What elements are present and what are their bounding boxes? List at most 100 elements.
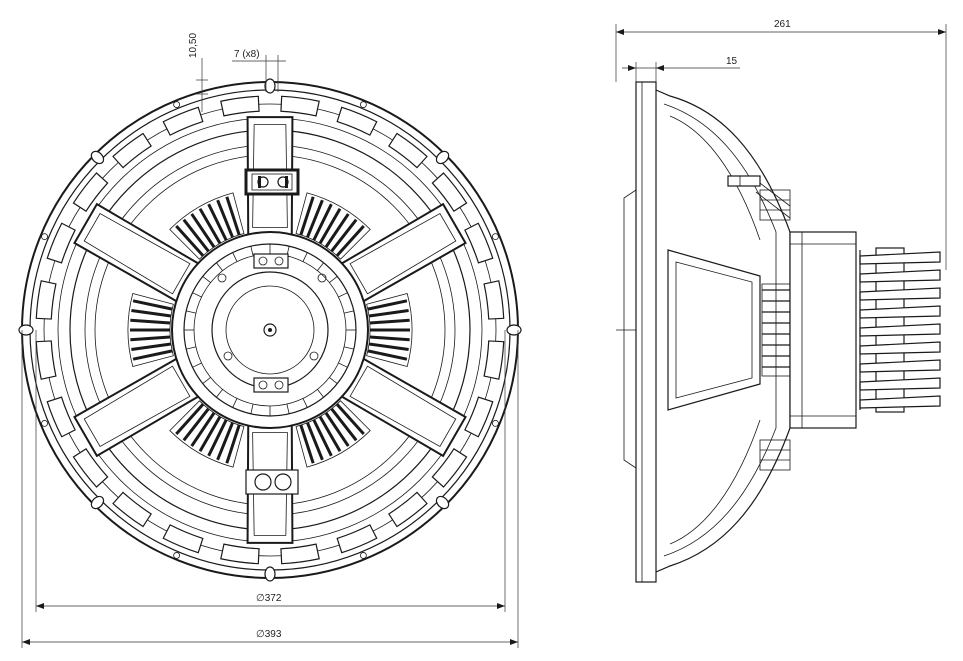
fin-group-outline — [295, 192, 371, 260]
cooling-fin — [330, 407, 358, 442]
mounting-hole — [506, 324, 522, 336]
cooling-fin — [312, 419, 333, 457]
cooling-fin — [198, 415, 222, 452]
mounting-hole — [264, 78, 276, 94]
motor-tooth — [216, 262, 223, 271]
motor-tooth — [216, 389, 223, 398]
rim-slot — [220, 95, 260, 117]
cooling-fin — [216, 422, 234, 461]
rim-slot — [220, 543, 260, 565]
motor-tooth — [317, 262, 324, 271]
center-pin — [263, 323, 277, 337]
slot-ring-outer — [43, 103, 497, 557]
cooling-fin — [312, 203, 333, 241]
cooling-fin — [132, 349, 173, 361]
rim-slot — [388, 491, 428, 528]
fin-group-outline — [295, 400, 371, 468]
fin-group-outline — [169, 192, 245, 260]
cooling-fin — [367, 299, 408, 311]
front-gasket — [623, 189, 637, 469]
mounting-hole — [18, 324, 34, 336]
dim-total-depth: 261 — [615, 19, 947, 270]
front-view: 10,50 7 (x8) ∅372 ∅393 — [18, 33, 522, 648]
cooling-fin — [207, 419, 228, 457]
cooling-fin — [324, 213, 350, 248]
cooling-fin — [131, 308, 172, 318]
cooling-fin — [306, 199, 324, 238]
motor-tooth — [344, 346, 354, 350]
cooling-fin — [367, 349, 408, 361]
motor-tooth — [317, 389, 324, 398]
motor-screw — [317, 273, 327, 283]
motor-tooth — [186, 346, 196, 350]
cooling-fin — [335, 225, 365, 257]
basket-spoke — [73, 202, 200, 303]
spoke-inner-edge — [83, 213, 191, 295]
rim-slot — [483, 280, 505, 320]
fin-group-outline — [169, 400, 245, 468]
rim-slot — [162, 106, 204, 136]
heatsink-fin — [859, 359, 941, 373]
rim-slot — [464, 222, 494, 264]
rim-slot — [336, 106, 378, 136]
rim-slot — [431, 448, 468, 488]
rim-slot — [336, 524, 378, 554]
rim-slot — [35, 340, 57, 380]
rim-slot — [483, 340, 505, 380]
rim-screw-hole — [173, 552, 181, 559]
motor-teeth — [184, 244, 356, 416]
motor-tooth — [338, 362, 348, 368]
dust-cap-inner — [225, 285, 315, 375]
mounting-hole — [90, 150, 105, 165]
motor-tooth — [329, 276, 338, 283]
magnet — [789, 231, 857, 429]
motor-tooth — [202, 276, 211, 283]
cooling-fin — [198, 208, 222, 245]
dim-label-flange-thickness: 15 — [726, 56, 738, 67]
cooling-fin — [369, 335, 410, 342]
fin-group-outline — [366, 293, 413, 367]
rim-slot — [112, 132, 152, 169]
motor-tooth — [286, 404, 290, 414]
cooling-fin — [190, 412, 216, 447]
rim-screw-hole — [173, 101, 181, 108]
cooling-fin — [318, 208, 342, 245]
side-view: 261 15 — [615, 19, 947, 583]
motor-screw — [309, 351, 319, 361]
cooling-fin — [216, 199, 234, 238]
spoke-inner-edge — [252, 432, 288, 536]
motor-tooth — [192, 292, 202, 298]
motor-terminal-top — [253, 253, 289, 269]
motor-tooth — [250, 246, 254, 256]
cooling-fin — [299, 196, 315, 236]
cooling-fin — [130, 335, 171, 342]
motor-tooth — [250, 404, 254, 414]
motor-tooth — [186, 310, 196, 314]
mounting-hole — [90, 495, 105, 510]
cooling-fin — [225, 196, 241, 236]
motor-tooth — [329, 377, 338, 384]
cooling-fin — [130, 318, 171, 325]
spoke-inner-edge — [252, 124, 288, 228]
cooling-fin — [175, 225, 205, 257]
dim-label-outer-diameter: ∅393 — [256, 629, 282, 640]
rim-slot — [388, 132, 428, 169]
cooling-fin — [299, 424, 315, 464]
motor-screw — [217, 273, 227, 283]
cooling-fin — [131, 342, 172, 352]
dim-hole-size: 7 (x8) — [232, 49, 286, 92]
dim-flange-thickness: 15 — [622, 56, 740, 82]
cooling-fin — [182, 218, 210, 253]
motor-tooth — [202, 377, 211, 384]
rim-slot — [464, 396, 494, 438]
rim-screw-hole — [359, 552, 367, 559]
motor-tooth — [302, 252, 308, 262]
rim-screw-hole — [41, 233, 48, 241]
dim-label-total-depth: 261 — [774, 19, 791, 30]
spoke-inner-edge — [83, 365, 191, 447]
cooling-fin — [190, 213, 216, 248]
rim-slot — [46, 396, 76, 438]
heatsink-fin — [859, 341, 941, 355]
rim-screw-hole — [492, 419, 499, 427]
